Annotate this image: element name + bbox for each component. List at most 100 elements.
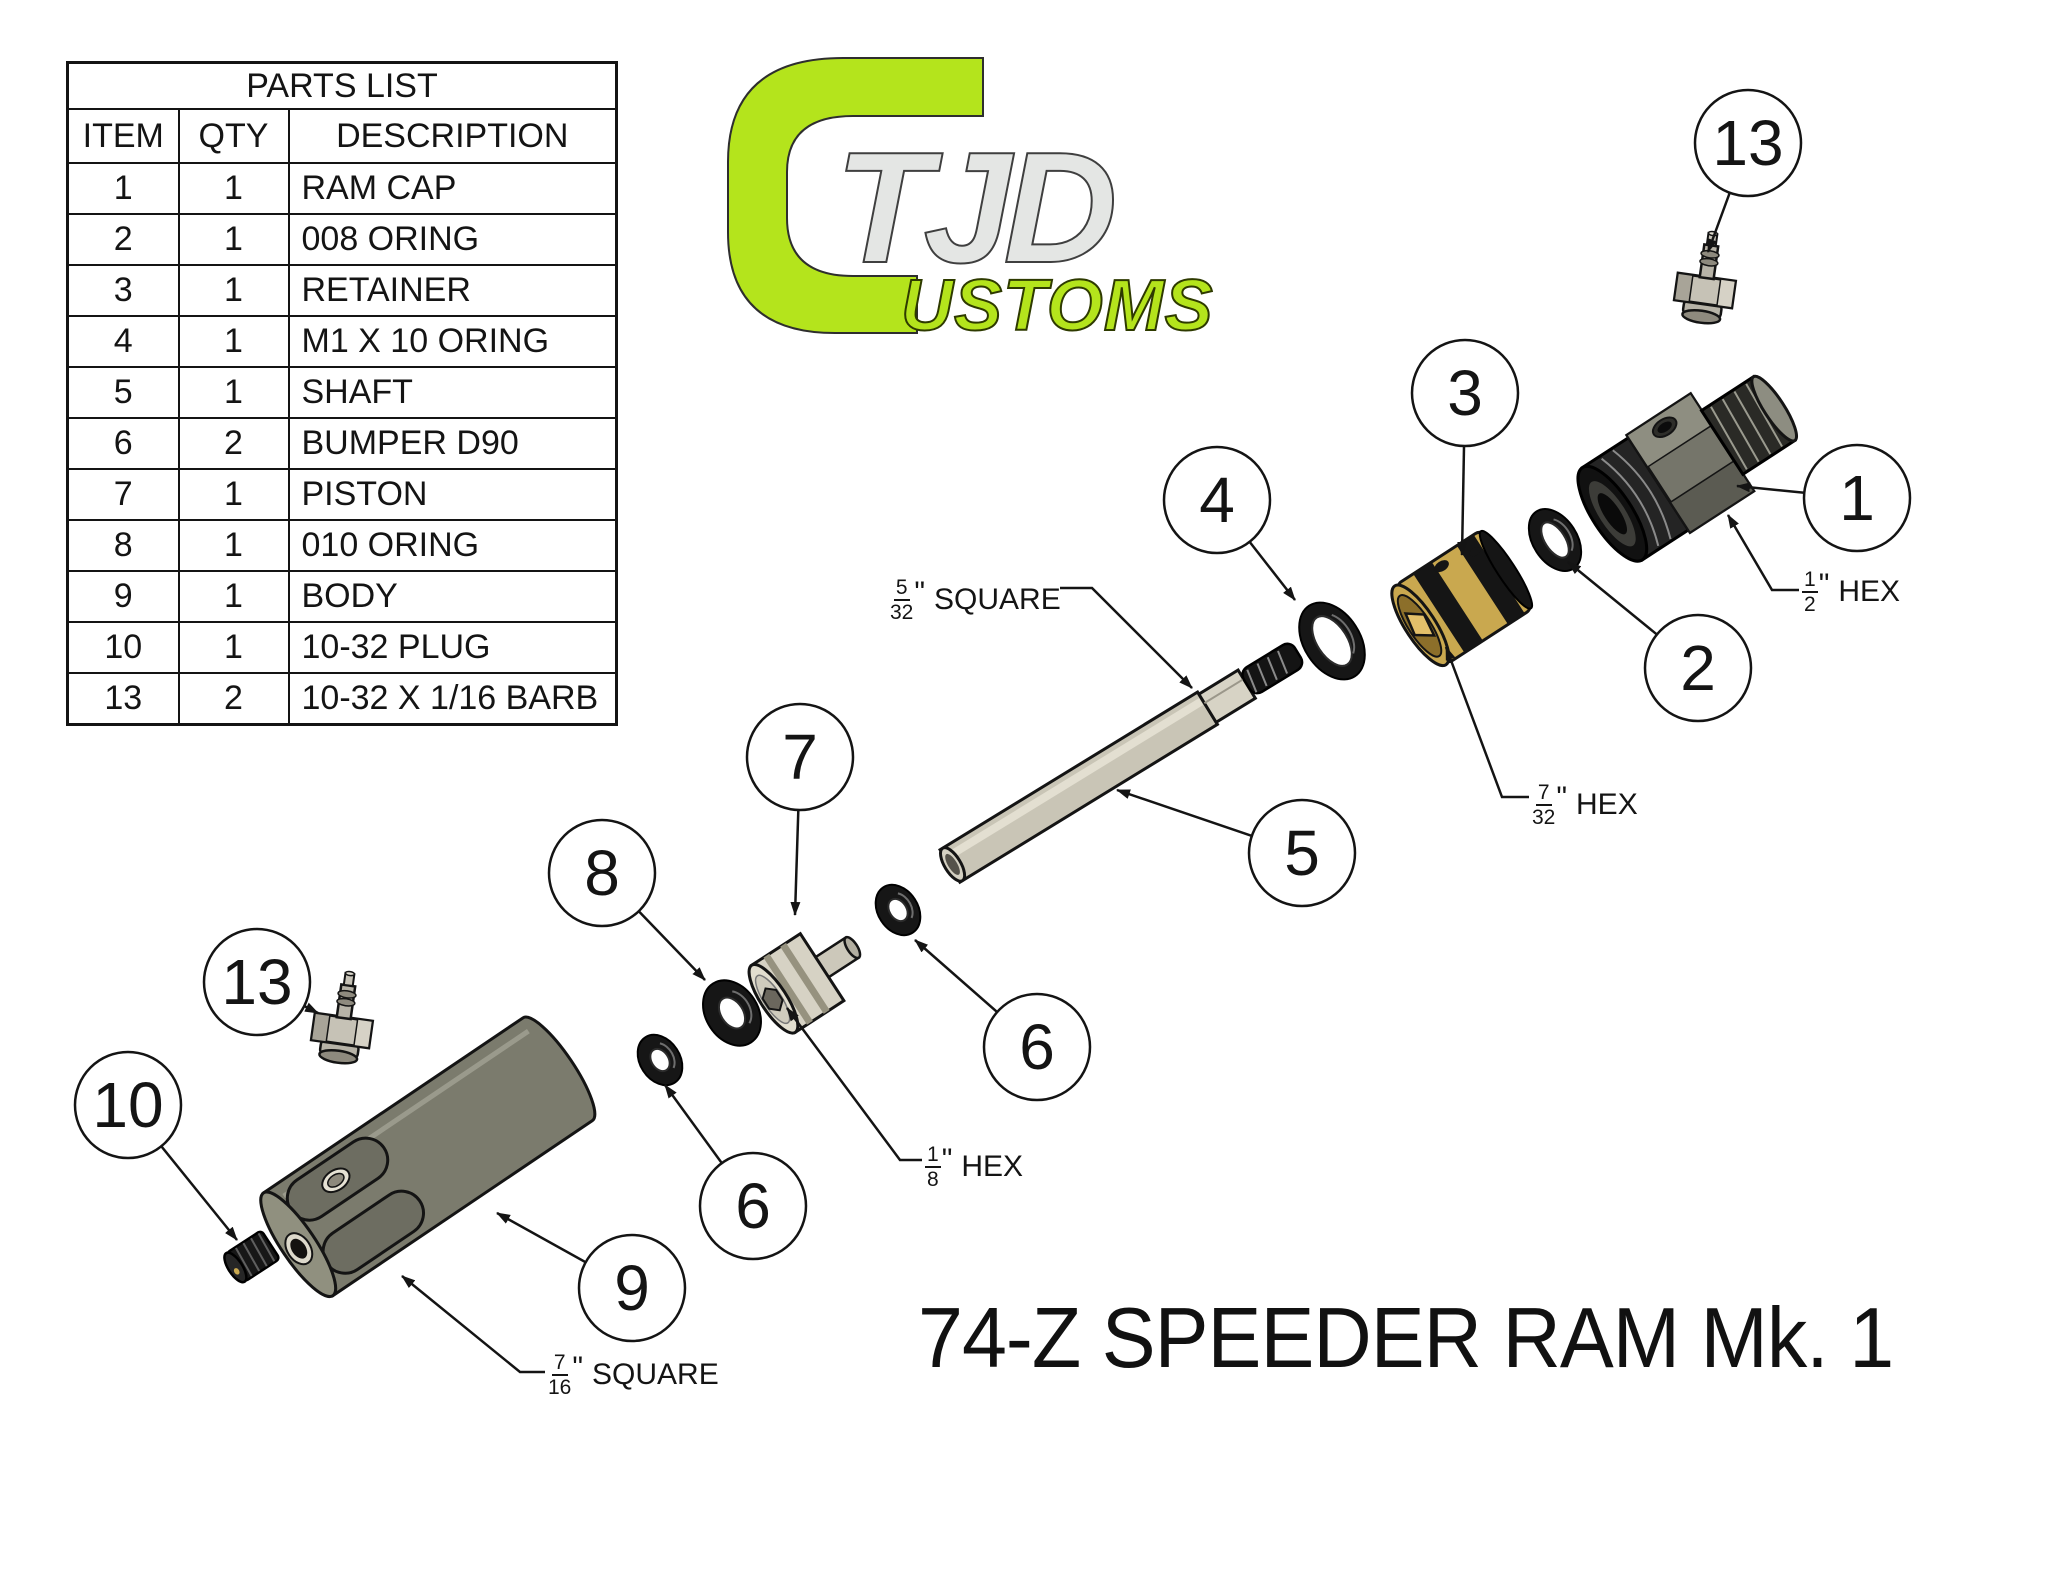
balloon-4	[1162, 445, 1272, 555]
parts-cell-desc: 008 ORING	[287, 213, 618, 266]
parts-cell-desc: 010 ORING	[287, 519, 618, 572]
parts-cell-desc: RETAINER	[287, 264, 618, 317]
body-part	[259, 1015, 597, 1299]
col-header-item: ITEM	[66, 108, 180, 164]
parts-cell-desc: BUMPER D90	[287, 417, 618, 470]
parts-cell-desc: 10-32 X 1/16 BARB	[287, 672, 618, 726]
parts-cell-qty: 1	[177, 366, 290, 419]
balloon-number-3: 3	[1447, 357, 1483, 429]
parts-list-title-row: PARTS LIST	[66, 61, 618, 110]
parts-cell-item: 2	[66, 213, 180, 266]
balloon-number-13: 13	[1712, 107, 1783, 179]
parts-cell-desc: BODY	[287, 570, 618, 623]
parts-cell-item: 6	[66, 417, 180, 470]
leader-line-half-hex	[1726, 514, 1799, 592]
page-title: 74-Z SPEEDER RAM Mk. 1	[918, 1291, 1894, 1386]
bumper-oring-lower	[636, 1033, 684, 1087]
parts-cell-qty: 1	[177, 621, 290, 674]
balloon-number-9: 9	[614, 1252, 650, 1324]
balloon-number-10: 10	[92, 1069, 163, 1141]
parts-cell-qty: 2	[177, 417, 290, 470]
parts-cell-desc: SHAFT	[287, 366, 618, 419]
col-header-description: DESCRIPTION	[287, 108, 618, 164]
balloon-1	[1802, 443, 1912, 553]
parts-list-title: PARTS LIST	[66, 61, 618, 110]
balloon-number-13: 13	[221, 946, 292, 1018]
parts-cell-qty: 1	[177, 519, 290, 572]
leader-line-eighth-hex	[785, 1007, 922, 1162]
balloon-9	[577, 1233, 687, 1343]
balloon-2	[1643, 613, 1753, 723]
balloon-number-7: 7	[782, 721, 818, 793]
balloon-13	[1693, 88, 1803, 198]
col-header-qty: QTY	[177, 108, 290, 164]
logo-c-letter	[727, 57, 984, 334]
plug-part	[223, 1230, 280, 1284]
parts-cell-qty: 1	[177, 213, 290, 266]
parts-cell-item: 13	[66, 672, 180, 726]
tjd-customs-logo: TJD USTOMS	[727, 57, 1214, 347]
logo-ustoms-text: USTOMS	[901, 266, 1214, 346]
parts-cell-item: 3	[66, 264, 180, 317]
piston-part	[747, 931, 862, 1035]
parts-cell-item: 10	[66, 621, 180, 674]
leader-line-seven-32nds-hex	[1444, 646, 1529, 799]
parts-cell-item: 7	[66, 468, 180, 521]
parts-cell-qty: 2	[177, 672, 290, 726]
balloon-5	[1247, 798, 1357, 908]
parts-cell-desc: PISTON	[287, 468, 618, 521]
parts-cell-qty: 1	[177, 468, 290, 521]
leader-line-five-32nds-square	[1060, 586, 1193, 689]
parts-list-header-row: ITEM QTY DESCRIPTION	[66, 108, 618, 164]
balloon-number-5: 5	[1284, 817, 1320, 889]
oring-008-part	[1527, 508, 1583, 572]
parts-cell-desc: RAM CAP	[287, 162, 618, 215]
balloon-number-6: 6	[735, 1170, 771, 1242]
parts-cell-item: 8	[66, 519, 180, 572]
parts-cell-desc: 10-32 PLUG	[287, 621, 618, 674]
oring-010-part	[702, 979, 762, 1047]
parts-cell-qty: 1	[177, 162, 290, 215]
leader-line-seven-16ths-square	[401, 1275, 545, 1374]
retainer-part	[1390, 529, 1534, 668]
parts-cell-desc: M1 X 10 ORING	[287, 315, 618, 368]
balloon-number-6: 6	[1019, 1011, 1055, 1083]
barb-fitting-left	[307, 966, 381, 1069]
balloon-7	[745, 702, 855, 812]
logo-tjd-text: TJD	[835, 120, 1113, 296]
balloon-6	[982, 992, 1092, 1102]
shaft-part	[938, 642, 1304, 885]
balloon-number-8: 8	[584, 837, 620, 909]
bumper-oring-upper	[874, 883, 922, 937]
ram-cap-part	[1576, 374, 1799, 563]
balloon-6	[698, 1151, 808, 1261]
balloon-number-1: 1	[1839, 462, 1875, 534]
balloon-3	[1410, 338, 1520, 448]
balloon-8	[547, 818, 657, 928]
balloon-number-4: 4	[1199, 464, 1235, 536]
balloon-10	[73, 1050, 183, 1160]
parts-cell-item: 9	[66, 570, 180, 623]
parts-cell-qty: 1	[177, 570, 290, 623]
barb-fitting-top-right	[1670, 226, 1744, 329]
balloon-13	[202, 927, 312, 1037]
parts-cell-item: 1	[66, 162, 180, 215]
